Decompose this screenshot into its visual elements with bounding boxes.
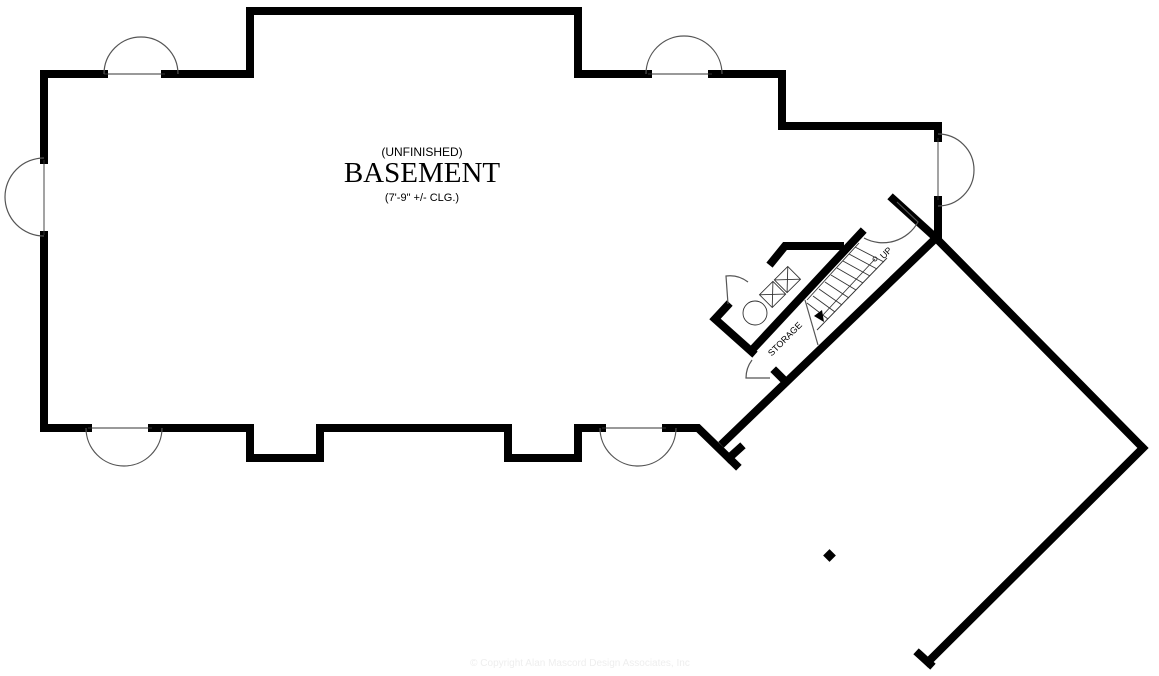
door-swing <box>937 133 975 207</box>
mechanical <box>742 265 802 326</box>
stair-arrow-icon <box>814 310 824 322</box>
garage-walls <box>718 193 1149 670</box>
door-swing <box>804 299 819 346</box>
water-heater <box>742 300 768 326</box>
door-swing <box>4 157 45 237</box>
room-name: BASEMENT <box>343 157 501 189</box>
copyright-watermark: © Copyright Alan Mascord Design Associat… <box>470 658 690 669</box>
door-swing <box>85 427 163 467</box>
exterior-walls <box>40 7 942 471</box>
washer-dryer <box>758 265 802 309</box>
ceiling-height: (7'-9" +/- CLG.) <box>384 192 460 204</box>
door-swing <box>599 427 677 467</box>
stairs <box>806 242 888 331</box>
door-swing <box>645 35 723 75</box>
door-swing <box>103 36 179 75</box>
door-swing <box>863 201 919 244</box>
door-swing <box>725 275 749 305</box>
stair-walls <box>709 227 867 388</box>
post <box>823 549 836 562</box>
door-swing <box>745 359 770 379</box>
doors <box>4 35 975 467</box>
room-note: (UNFINISHED) <box>381 145 463 159</box>
